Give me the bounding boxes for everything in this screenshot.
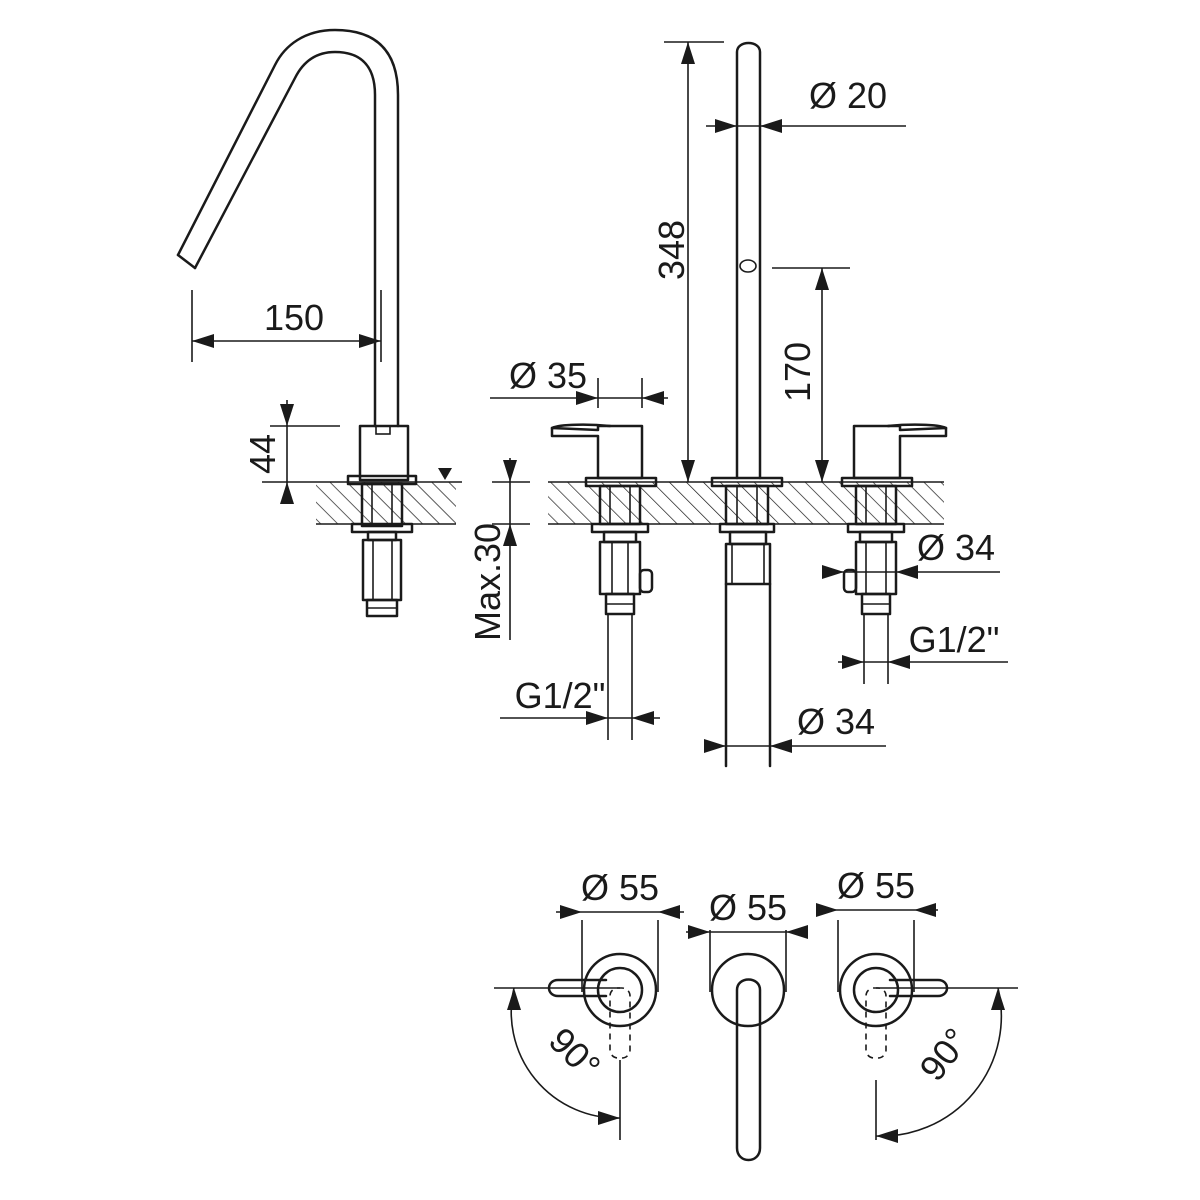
dim-rosette-right: Ø 55 (837, 865, 915, 906)
left-valve (550, 423, 658, 740)
dim-rosette-center: Ø 55 (709, 887, 787, 928)
right-valve (840, 423, 948, 684)
dim-spout-reach: 150 (264, 297, 324, 338)
dim-spout-diameter: Ø 20 (809, 75, 887, 116)
center-rosette (710, 952, 786, 1162)
dim-base-height: 44 (242, 434, 283, 474)
countertop-section-front (548, 482, 944, 524)
center-spout (710, 41, 784, 768)
dim-handle-diameter: Ø 35 (509, 355, 587, 396)
top-view: Ø 55 90° Ø 55 Ø 55 (494, 865, 1018, 1162)
front-view: Max.30 Ø 35 (467, 41, 1008, 768)
dim-outlet-height: 170 (777, 342, 818, 402)
countertop-section-left (316, 482, 456, 524)
dim-rotation-right: 90° (911, 1020, 977, 1088)
dim-shank-diameter-center: Ø 34 (797, 701, 875, 742)
dim-total-height: 348 (651, 220, 692, 280)
dim-left-thread: G1/2" (515, 675, 606, 716)
dim-max-thickness: Max.30 (467, 523, 508, 641)
spout-curve (193, 50, 377, 428)
spout-side-view: 150 44 (176, 28, 462, 618)
dim-rosette-left: Ø 55 (581, 867, 659, 908)
dim-shank-diameter-right: Ø 34 (917, 527, 995, 568)
dim-rotation-left: 90° (541, 1019, 608, 1086)
dim-right-thread: G1/2" (909, 619, 1000, 660)
